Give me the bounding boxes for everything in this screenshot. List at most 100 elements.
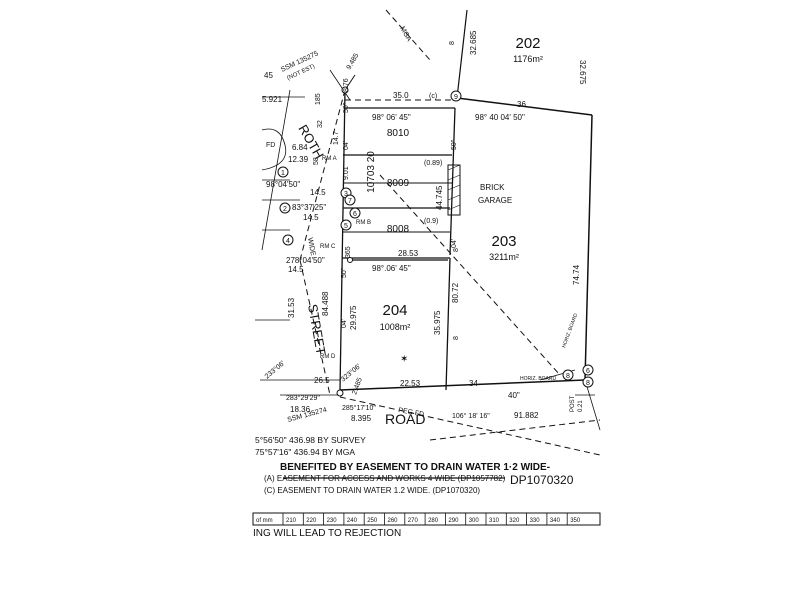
lot-203-area: 3211m² [489, 252, 519, 262]
dim-684: 6.84 [292, 143, 308, 152]
dim-58: 58 [313, 157, 320, 165]
dim-84488: 84.488 [321, 291, 330, 316]
benefited-note: BENEFITED BY EASEMENT TO DRAIN WATER 1·2… [280, 462, 550, 473]
dim-32675: 32.675 [578, 60, 587, 85]
dim-40: 40" [508, 391, 520, 400]
post-label: POST [570, 395, 576, 412]
horiz-board-2: HORIZ. BOARD [561, 312, 579, 348]
dim-34: 34 [469, 379, 478, 388]
dim-04a: 04' [451, 239, 458, 248]
dim-fd: FD [266, 142, 275, 149]
dim-5921: 5.921 [262, 95, 283, 104]
marker-4: 4 [286, 238, 290, 245]
easement-c: (C) EASEMENT TO DRAIN WATER 1.2 WIDE. (D… [264, 486, 480, 495]
dim-8a: 8 [453, 336, 460, 340]
dim-mga: MGA [398, 26, 412, 44]
dim-09: (0.9) [424, 218, 438, 225]
marker-8: 8 [566, 373, 570, 380]
bearing-98-06-45b: 98°.06' 45" [372, 264, 411, 273]
dim-9485: 9.485 [346, 52, 361, 71]
dim-36: 36 [517, 100, 526, 109]
dim-35975: 35.975 [433, 310, 442, 335]
dim-876: 8.76 [343, 78, 350, 92]
scale-tick-label: 330 [530, 518, 541, 524]
dim-3153: 31.53 [287, 297, 296, 318]
scale-tick-label: 280 [428, 518, 439, 524]
dim-185: 185 [315, 93, 322, 105]
street-road: ROAD [385, 411, 425, 427]
dim-147: 14.7 [333, 131, 340, 145]
bearing-106-18-16: 106° 18' 16" [452, 412, 490, 420]
dim-7474: 74.74 [572, 264, 581, 285]
scale-tick-label: 220 [306, 518, 317, 524]
marker-9: 9 [454, 94, 458, 101]
dimension-text: MGA 8 32.685 32.675 35.0 36 98° 06' 45" … [262, 26, 587, 424]
rm-d: RM D [320, 354, 336, 360]
marker-6: 6 [353, 211, 357, 218]
dim-04b: 04' [343, 141, 350, 150]
scale-prefix: of mm [256, 518, 273, 524]
dim-91882: 91.882 [514, 411, 539, 420]
bearing-283-29-29: 283°29'29" [286, 394, 320, 402]
boundary-lines [255, 9, 601, 456]
scale-tick-label: 300 [469, 518, 480, 524]
lot-204-number: 204 [382, 302, 407, 319]
scale-tick-label: 230 [327, 518, 338, 524]
lot-204-area: 1008m² [380, 322, 411, 332]
dim-265: 26.5 [314, 376, 330, 385]
bearing-233-06: 233°06' [263, 359, 286, 380]
scale-tick-label: 210 [286, 518, 297, 524]
dim-35: 35.0 [393, 91, 409, 100]
rm-b: RM B [356, 220, 371, 226]
survey-line-1: 5°56'50" 436.98 BY SURVEY [255, 435, 366, 445]
scale-tick-label: 320 [509, 518, 520, 524]
marker-3: 3 [344, 191, 348, 198]
strata-8009: 8009 [387, 178, 410, 189]
dim-089: (0.89) [424, 160, 442, 167]
dim-1836: 18.36 [290, 405, 311, 414]
street-wide: WIDE [306, 237, 316, 257]
north-arrow-icon: ✶ [400, 354, 408, 365]
dim-04c: 04' [341, 319, 348, 328]
dim-50c: 50" [341, 267, 348, 278]
dim-2853: 28.53 [398, 249, 419, 258]
marker-2: 2 [283, 206, 287, 213]
garage-label-2: GARAGE [478, 196, 512, 205]
peg-fd: PEG FD [398, 407, 425, 418]
horiz-board-1: HORIZ. BOARD [520, 376, 557, 382]
scale-tick-label: 350 [570, 518, 581, 524]
scale-tick-label: 270 [408, 518, 419, 524]
dim-145b: 14.5 [303, 213, 319, 222]
bearing-278-04-50: 278°04'50" [286, 256, 325, 265]
lot-203-number: 203 [491, 233, 516, 250]
dim-8395: 8.395 [351, 414, 372, 423]
dim-2253: 22.53 [400, 379, 421, 388]
dim-8-top: 8 [449, 41, 456, 45]
bearing-83-37-25: 83°37'25" [292, 203, 326, 212]
dim-2485: 2.485 [351, 377, 364, 396]
dim-50b: 50" [343, 102, 350, 113]
footer-warning: ING WILL LEAD TO REJECTION [253, 528, 401, 539]
dim-145c: 14.5 [288, 265, 304, 274]
strata-8008: 8008 [387, 224, 410, 235]
lot-202-number: 202 [515, 35, 540, 52]
post-value: 0.21 [578, 400, 584, 412]
dim-32685: 32.685 [469, 30, 478, 55]
marker-1: 1 [281, 170, 285, 177]
dim-45: 45 [264, 71, 273, 80]
dim-44745: 44.745 [435, 185, 444, 210]
dim-1239: 12.39 [288, 155, 309, 164]
rm-c: RM C [320, 244, 336, 250]
scale-tick-label: 290 [448, 518, 459, 524]
strata-dp-number: 10703 20 [366, 151, 377, 193]
strata-8010: 8010 [387, 128, 410, 139]
marker-8b: 8 [586, 380, 590, 387]
dim-365: 365 [345, 246, 352, 258]
dim-901: 9.01 [343, 166, 350, 180]
scale-tick-label: 250 [367, 518, 378, 524]
lot-labels: 202 1176m² 203 3211m² 204 1008m² 8010 80… [366, 35, 543, 332]
dp-number: DP1070320 [510, 473, 574, 487]
bearing-98-40: 98° 40 04' 50" [475, 113, 525, 122]
